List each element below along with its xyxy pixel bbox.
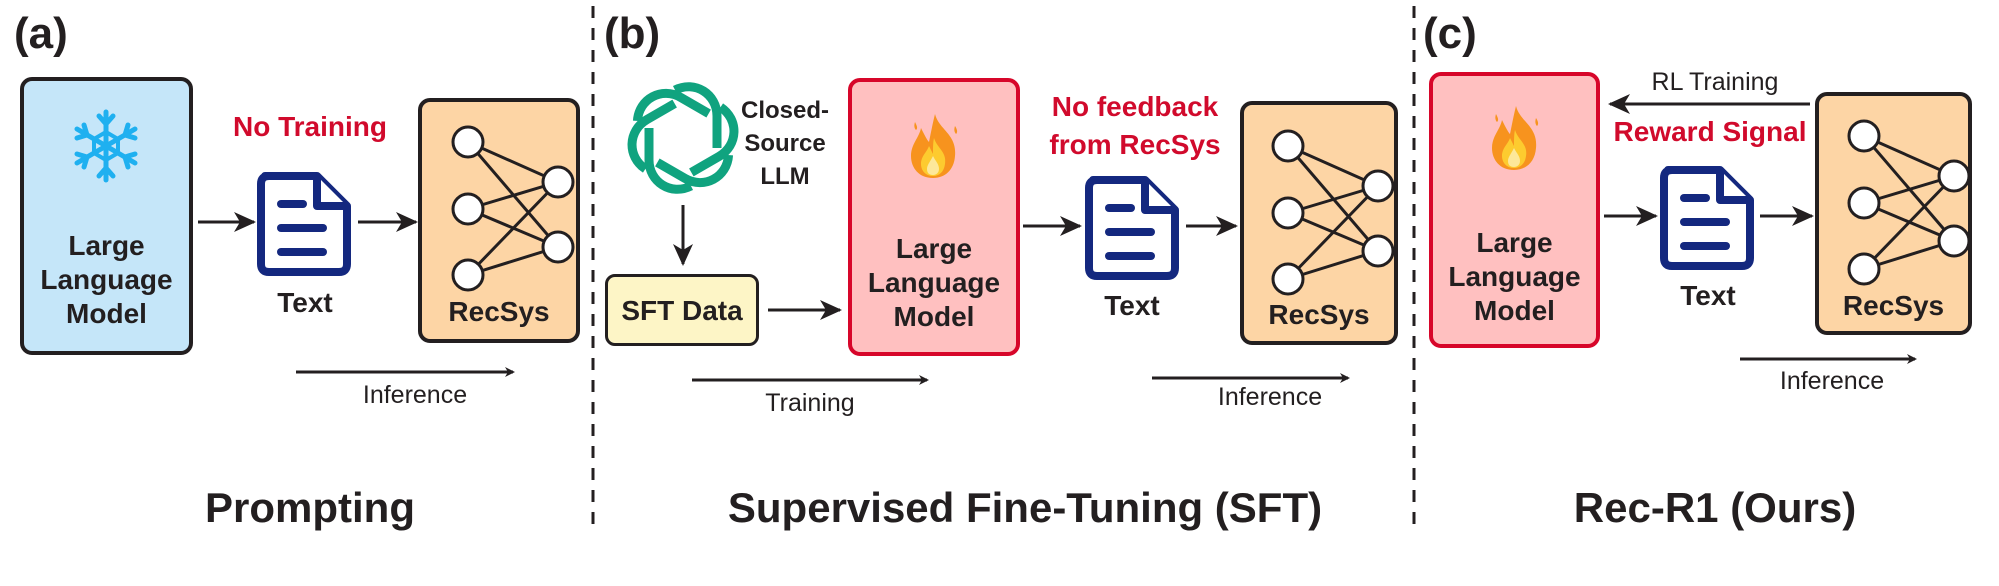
text-label-a: Text — [277, 287, 333, 318]
llm-label-line: Model — [66, 298, 147, 329]
panel-label-c: (c) — [1423, 9, 1477, 58]
inference-label-b: Inference — [1217, 383, 1323, 411]
source-label-line: Closed- — [740, 97, 829, 124]
sft-data-label: SFT Data — [621, 295, 743, 326]
closed-source-llm-label: Closed- Source LLM — [740, 94, 830, 193]
recsys-label-c: RecSys — [1842, 290, 1945, 321]
no-feedback-annotation: No feedback from RecSys — [1030, 88, 1240, 164]
llm-label-line: Model — [893, 301, 975, 332]
sft-data-box: SFT Data — [605, 274, 759, 346]
llm-label-line: Language — [867, 267, 1001, 298]
llm-label-line: Large — [895, 233, 973, 264]
recsys-box-b: RecSys — [1240, 101, 1398, 345]
panel-label-b: (b) — [604, 9, 661, 58]
title-sft: Supervised Fine-Tuning (SFT) — [727, 484, 1323, 531]
llm-box-frozen: Large Language Model — [20, 77, 193, 355]
source-label-line: Source — [744, 130, 826, 157]
llm-box-trained-c: Large Language Model — [1429, 72, 1600, 348]
no-training-annotation: No Training — [233, 111, 387, 142]
annotation-line: No feedback — [1051, 91, 1219, 122]
panel-label-a: (a) — [14, 9, 68, 58]
source-label-line: LLM — [760, 163, 810, 190]
llm-label-line: Language — [40, 264, 173, 295]
training-label: Training — [765, 389, 855, 417]
recsys-label-a: RecSys — [448, 296, 550, 327]
llm-label-line: Large — [1476, 227, 1553, 258]
title-rec-r1: Rec-R1 (Ours) — [1573, 484, 1857, 531]
reward-signal-annotation: Reward Signal — [1613, 116, 1807, 147]
rl-training-label: RL Training — [1651, 68, 1779, 96]
llm-box-trained-b: Large Language Model — [848, 78, 1020, 356]
document-icon-b — [1089, 180, 1175, 276]
recsys-box-a: RecSys — [418, 98, 580, 343]
title-prompting: Prompting — [205, 484, 415, 531]
recsys-label-b: RecSys — [1268, 299, 1370, 330]
recsys-box-c: RecSys — [1815, 92, 1972, 335]
openai-logo-icon — [622, 83, 745, 193]
text-label-b: Text — [1104, 290, 1160, 321]
llm-label-line: Model — [1474, 295, 1555, 326]
annotation-line: from RecSys — [1049, 129, 1221, 160]
text-label-c: Text — [1680, 280, 1736, 311]
inference-label-c: Inference — [1779, 367, 1885, 395]
llm-label-line: Language — [1448, 261, 1581, 292]
llm-label-line: Large — [68, 230, 145, 261]
document-icon-c — [1664, 170, 1750, 266]
document-icon-a — [261, 176, 347, 272]
inference-label-a: Inference — [362, 381, 468, 409]
